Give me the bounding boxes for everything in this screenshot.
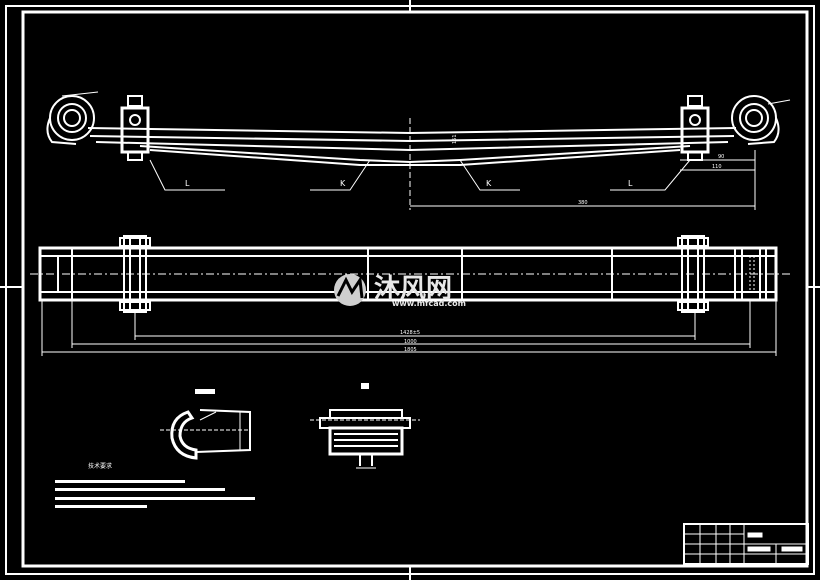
dim-380: 380 (578, 200, 588, 206)
watermark-url: www.mfcad.com (392, 299, 466, 308)
dim-110: 110 (712, 164, 722, 170)
tech-requirements-title: 技术要求 (88, 462, 112, 470)
label-K-right: K (486, 179, 492, 188)
dim-90: 90 (718, 154, 724, 160)
mfcad-logo-icon (334, 274, 366, 306)
label-L-right: L (628, 179, 633, 188)
overall-dimensions (41, 300, 777, 356)
eye-detail (160, 389, 251, 460)
dim-1000: 1000 (404, 339, 417, 345)
spring-top-view (38, 235, 778, 313)
label-K-left: K (340, 179, 346, 188)
spring-front-view (46, 95, 780, 166)
label-L-left: L (185, 179, 190, 188)
watermark-brand: 沐风网 (374, 274, 452, 304)
watermark: 沐风网 www.mfcad.com (334, 274, 466, 308)
tech-requirements-lines (55, 480, 255, 508)
dim-1805: 1805 (404, 347, 417, 353)
clamp-section-detail (310, 383, 420, 469)
top-centerlines (30, 256, 792, 292)
dim-151: 151 (452, 134, 458, 144)
inner-frame (21, 10, 809, 568)
front-annotations (61, 91, 791, 210)
title-block (683, 523, 809, 565)
dim-1428: 1428±5 (400, 330, 420, 336)
